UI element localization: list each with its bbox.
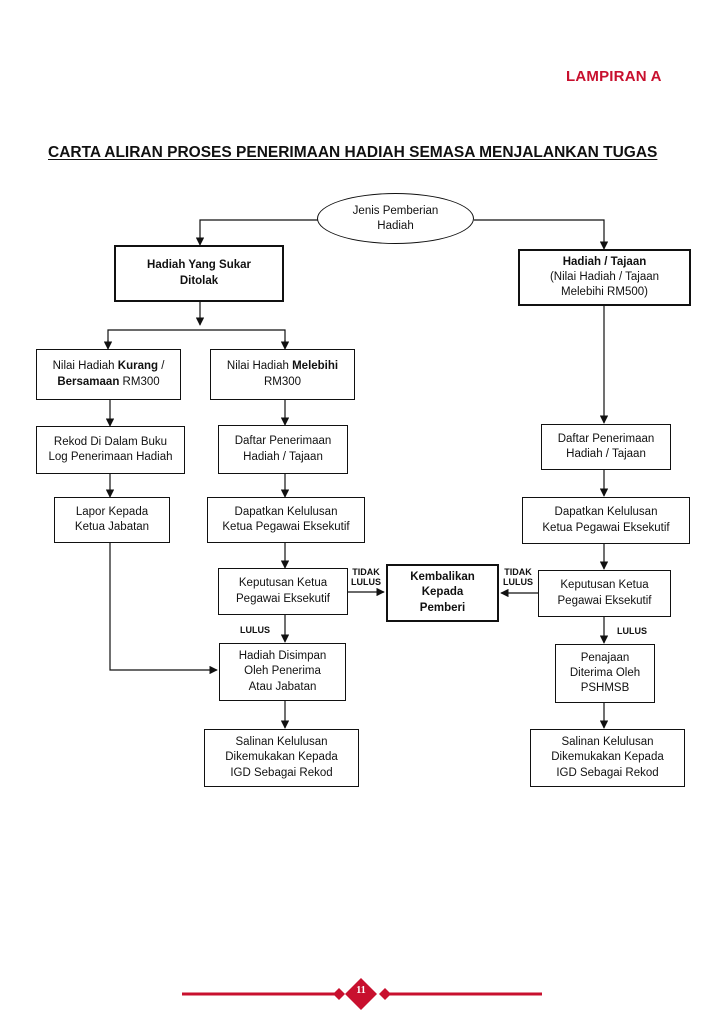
gift-sponsorship-box: Hadiah / Tajaan (Nilai Hadiah / Tajaan M… xyxy=(518,249,691,306)
return-to-giver-box: Kembalikan Kepada Pemberi xyxy=(386,564,499,622)
register-left-box: Daftar Penerimaan Hadiah / Tajaan xyxy=(218,425,348,474)
not-approved-label-right: TIDAK LULUS xyxy=(503,567,533,588)
connector-split xyxy=(107,329,286,348)
annex-label: LAMPIRAN A xyxy=(566,68,662,85)
approved-label-left: LULUS xyxy=(240,625,270,635)
gift-kept-box: Hadiah Disimpan Oleh Penerima Atau Jabat… xyxy=(219,643,346,701)
value-more-box: Nilai Hadiah Melebihi RM300 xyxy=(210,349,355,400)
hard-to-refuse-gift-box: Hadiah Yang Sukar Ditolak xyxy=(114,245,284,302)
report-head-box: Lapor Kepada Ketua Jabatan xyxy=(54,497,170,543)
footer-ornament xyxy=(182,978,542,1010)
approval-right-box: Dapatkan Kelulusan Ketua Pegawai Eksekut… xyxy=(522,497,690,544)
register-right-box: Daftar Penerimaan Hadiah / Tajaan xyxy=(541,424,671,470)
approval-left-box: Dapatkan Kelulusan Ketua Pegawai Eksekut… xyxy=(207,497,365,543)
connector-start-right xyxy=(474,219,609,250)
start-node: Jenis Pemberian Hadiah xyxy=(317,193,474,244)
value-less-equal-box: Nilai Hadiah Kurang / Bersamaan RM300 xyxy=(36,349,181,400)
approved-label-right: LULUS xyxy=(617,626,647,636)
record-log-box: Rekod Di Dalam Buku Log Penerimaan Hadia… xyxy=(36,426,185,474)
decision-left-box: Keputusan Ketua Pegawai Eksekutif xyxy=(218,568,348,615)
sponsorship-accepted-box: Penajaan Diterima Oleh PSHMSB xyxy=(555,644,655,703)
not-approved-label-left: TIDAK LULUS xyxy=(351,567,381,588)
decision-right-box: Keputusan Ketua Pegawai Eksekutif xyxy=(538,570,671,617)
connector-start-left xyxy=(195,219,318,246)
copy-approval-right-box: Salinan Kelulusan Dikemukakan Kepada IGD… xyxy=(530,729,685,787)
page-number: 11 xyxy=(356,985,366,996)
page-title: CARTA ALIRAN PROSES PENERIMAAN HADIAH SE… xyxy=(48,144,658,161)
copy-approval-left-box: Salinan Kelulusan Dikemukakan Kepada IGD… xyxy=(204,729,359,787)
connector-report-kept xyxy=(109,543,218,675)
